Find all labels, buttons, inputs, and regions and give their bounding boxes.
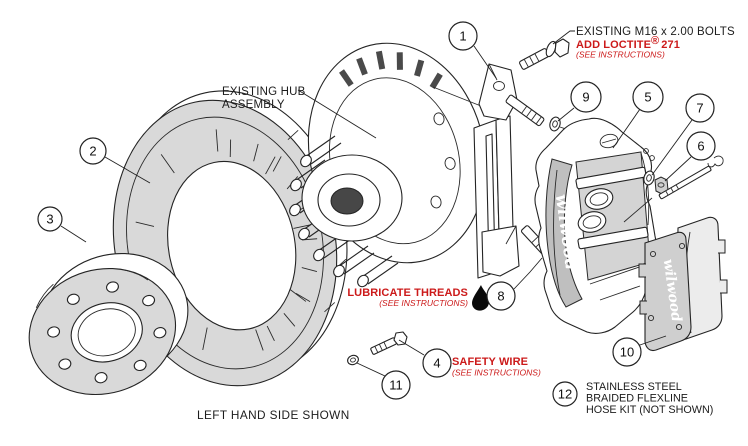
- oil-droplet-icon: [472, 285, 490, 311]
- washer-9: [549, 116, 561, 132]
- hat-adapter: [28, 252, 189, 396]
- callout-2: 2: [79, 137, 107, 165]
- callout-11: 11: [381, 370, 411, 400]
- label-left-hand-side: LEFT HAND SIDE SHOWN: [197, 408, 350, 422]
- label-hose-line3: HOSE KIT (NOT SHOWN): [586, 404, 713, 416]
- callout-1: 1: [448, 21, 478, 51]
- svg-text:8: 8: [497, 289, 504, 304]
- label-see-instructions-safety: (SEE INSTRUCTIONS): [452, 368, 541, 378]
- label-hub-line1: EXISTING HUB: [222, 86, 306, 98]
- svg-text:6: 6: [697, 139, 704, 154]
- brake-pads: wilwood: [638, 216, 728, 352]
- svg-text:12: 12: [558, 387, 572, 402]
- bracket-stud-top: [505, 94, 545, 127]
- hat-bolt-holes: [47, 281, 167, 384]
- callout-7: 7: [685, 93, 715, 123]
- m16-bolt: [519, 38, 570, 70]
- svg-text:7: 7: [696, 101, 703, 116]
- svg-text:9: 9: [582, 90, 589, 105]
- label-add-loctite: ADD LOCTITE®271: [576, 35, 680, 51]
- caliper-bracket: [432, 63, 601, 279]
- svg-text:3: 3: [46, 212, 53, 227]
- callout-8: 8: [486, 281, 516, 311]
- caliper: wilwood: [534, 117, 657, 334]
- callout-5: 5: [632, 81, 664, 113]
- retaining-pin: [658, 165, 712, 200]
- label-see-instructions-lubricate: (SEE INSTRUCTIONS): [379, 298, 468, 308]
- callout-9: 9: [570, 81, 602, 113]
- callout-6: 6: [686, 131, 716, 161]
- svg-text:5: 5: [644, 90, 651, 105]
- label-lubricate-threads: LUBRICATE THREADS: [347, 287, 468, 299]
- callout-4: 4: [422, 348, 452, 378]
- leader-lines: [60, 30, 693, 377]
- callouts: 1 2 3 4 5 6 7 8: [37, 21, 716, 407]
- label-hub-line2: ASSEMBLY: [222, 99, 285, 111]
- svg-text:10: 10: [620, 345, 634, 360]
- svg-text:11: 11: [389, 378, 403, 393]
- label-hose-line1: STAINLESS STEEL: [586, 381, 682, 393]
- labels: EXISTING M16 x 2.00 BOLTS ADD LOCTITE®27…: [197, 26, 735, 422]
- label-safety-wire: SAFETY WIRE: [452, 356, 528, 368]
- pin-washer-nut: [643, 155, 724, 200]
- safety-wire-bolt: [370, 331, 408, 355]
- hub-assembly: [289, 42, 487, 288]
- label-see-instructions-top: (SEE INSTRUCTIONS): [576, 50, 665, 60]
- svg-text:4: 4: [433, 356, 440, 371]
- label-m16-bolts: EXISTING M16 x 2.00 BOLTS: [576, 26, 735, 38]
- retaining-clip: [707, 155, 724, 168]
- svg-text:2: 2: [89, 144, 96, 159]
- callout-3: 3: [37, 206, 63, 232]
- callout-10: 10: [612, 337, 642, 367]
- label-hose-line2: BRAIDED FLEXLINE: [586, 393, 688, 405]
- svg-text:1: 1: [459, 29, 466, 44]
- callout-12: 12: [552, 381, 578, 407]
- washer-11: [347, 354, 359, 366]
